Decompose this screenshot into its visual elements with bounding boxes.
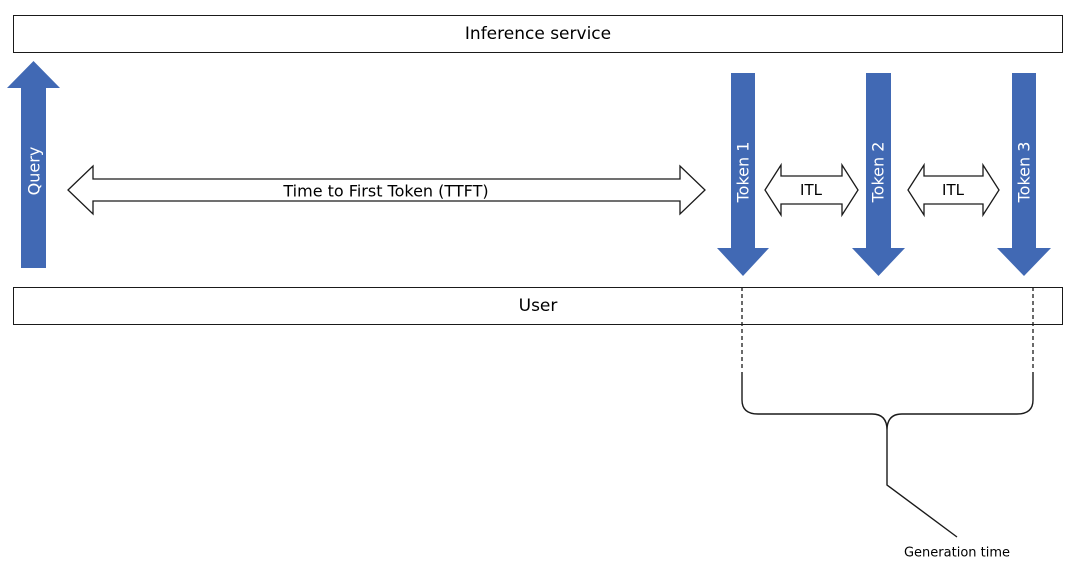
user-lane: User [13, 287, 1063, 325]
query-label: Query [24, 146, 44, 196]
token-3-arrow [997, 73, 1051, 276]
ttft-double-arrow [67, 164, 706, 216]
token-1-label: Token 1 [733, 141, 753, 203]
ttft-label: Time to First Token (TTFT) [283, 181, 489, 201]
user-label: User [518, 296, 558, 316]
itl-1-double-arrow [764, 162, 859, 218]
generation-time-label: Generation time [903, 545, 1011, 561]
token-3-label: Token 3 [1014, 141, 1034, 203]
generation-time-leader-line [886, 430, 958, 538]
itl-2-label: ITL [942, 181, 964, 199]
token-2-label: Token 2 [868, 141, 888, 203]
token-2-arrow [852, 73, 905, 276]
query-arrow [7, 61, 60, 268]
itl-1-label: ITL [800, 181, 822, 199]
generation-time-brace [741, 372, 1034, 431]
itl-2-double-arrow [907, 162, 1000, 218]
inference-service-lane: Inference service [13, 15, 1063, 53]
token-1-arrow [717, 73, 769, 276]
inference-service-label: Inference service [464, 24, 612, 44]
